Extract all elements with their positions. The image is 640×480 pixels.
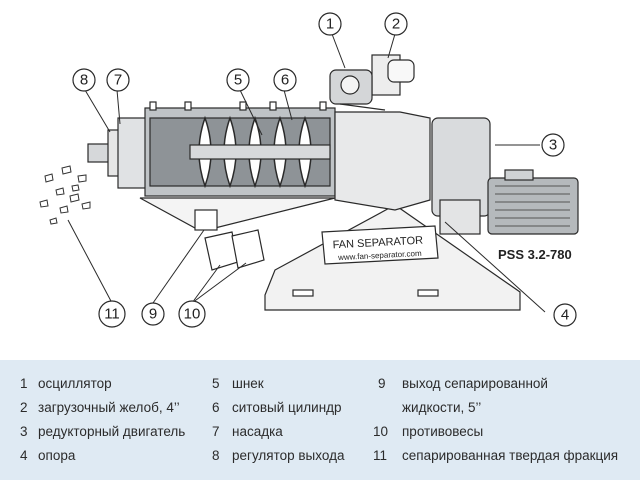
callout-2: [384, 12, 408, 36]
legend-text-2: загрузочный желоб, 4’’: [38, 400, 180, 415]
liquid-outlet: [194, 209, 218, 231]
collection-trough: [139, 197, 336, 229]
callout-9: [141, 302, 165, 326]
legend-text-3: редукторный двигатель: [38, 424, 186, 439]
svg-text:3: 3: [549, 137, 557, 154]
base-slot-left: [292, 289, 314, 297]
brand-plate-title: FAN SEPARATOR: [332, 235, 423, 252]
nozzle-housing: [117, 117, 149, 189]
legend-text-6: ситовый цилиндр: [232, 400, 342, 415]
legend-text-9: выход сепарированной: [402, 376, 548, 391]
svg-text:10: 10: [184, 306, 201, 323]
counterweights: [204, 229, 265, 271]
legend-text-8: регулятор выхода: [232, 448, 345, 463]
legend-text-10: противовесы: [402, 424, 484, 439]
legend-num-6: 6: [212, 400, 220, 415]
leader-lines: [67, 33, 546, 313]
base-slot-right: [417, 289, 439, 297]
legend-text-11: сепарированная твердая фракция: [402, 448, 619, 463]
solid-fraction-particles: [39, 165, 91, 225]
gear-housing: [334, 111, 431, 211]
model-label: PSS 3.2-780: [498, 247, 572, 262]
legend-num-5: 5: [212, 376, 220, 391]
legend-text-1: осциллятор: [38, 376, 112, 391]
legend-panel: 1 осциллятор 2 загрузочный желоб, 4’’ 3 …: [0, 360, 640, 480]
brand-plate-url: www.fan-separator.com: [337, 249, 422, 262]
legend-num-3: 3: [20, 424, 28, 439]
legend-num-9: 9: [378, 376, 386, 391]
legend-num-10: 10: [373, 424, 389, 439]
svg-text:5: 5: [234, 72, 242, 89]
legend-text-5: шнек: [232, 376, 264, 391]
callout-numbers: 1 2 3 4 5 6 7 8 9 10 11: [80, 16, 569, 324]
svg-text:7: 7: [114, 72, 122, 89]
callout-3: [541, 133, 565, 157]
legend-num-1: 1: [20, 376, 28, 391]
svg-text:9: 9: [149, 306, 157, 323]
legend-num-2: 2: [20, 400, 28, 415]
callout-6: [273, 68, 297, 92]
callouts: [72, 12, 577, 328]
svg-text:11: 11: [104, 306, 120, 323]
legend-num-11: 11: [373, 448, 388, 463]
legend-num-4: 4: [20, 448, 28, 463]
callout-8: [72, 68, 96, 92]
legend-num-8: 8: [212, 448, 220, 463]
callout-10: [178, 300, 206, 328]
callout-11: [98, 300, 126, 328]
callout-4: [553, 303, 577, 327]
legend-num-7: 7: [212, 424, 220, 439]
legend-text-7: насадка: [232, 424, 283, 439]
callout-7: [106, 68, 130, 92]
svg-text:6: 6: [281, 72, 289, 89]
brand-plate: [321, 225, 439, 265]
legend-text-9-cont: жидкости, 5’’: [402, 400, 482, 415]
svg-text:2: 2: [392, 16, 400, 33]
svg-text:1: 1: [326, 16, 334, 33]
separator-diagram: 1 2 3 4 5 6 7 8 9 10 11 FAN SEPARATOR ww…: [39, 12, 579, 328]
callout-1: [318, 12, 342, 36]
callout-5: [226, 68, 250, 92]
svg-text:8: 8: [80, 72, 88, 89]
legend-text-4: опора: [38, 448, 76, 463]
svg-text:4: 4: [561, 307, 569, 324]
